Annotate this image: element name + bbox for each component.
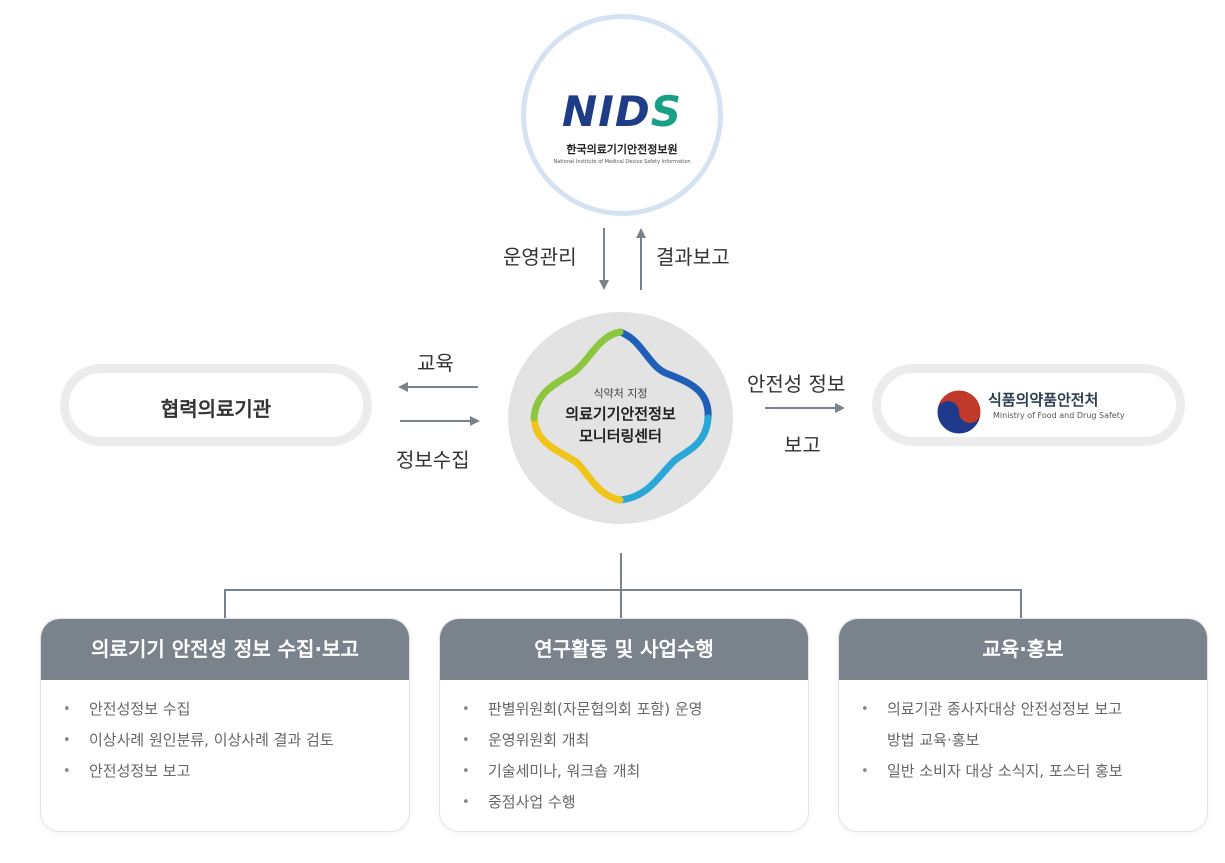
card-education: 교육·홍보 •의료기관 종사자대상 안전성정보 보고 방법 교육·홍보 •일반 … (838, 618, 1208, 832)
list-item: •안전성정보 수집 (63, 694, 409, 725)
card-items: •판별위원회(자문협의회 포함) 운영 •운영위원회 개최 •기술세미나, 워크… (440, 680, 808, 818)
list-item: •판별위원회(자문협의회 포함) 운영 (462, 694, 808, 725)
card-title: 의료기기 안전성 정보 수집·보고 (41, 619, 409, 680)
card-safety-info: 의료기기 안전성 정보 수집·보고 •안전성정보 수집 •이상사례 원인분류, … (40, 618, 410, 832)
bullet-icon: • (462, 733, 470, 748)
label-info-collect: 정보수집 (396, 448, 470, 472)
monitoring-center-node: 식약처 지정 의료기기안전정보 모니터링센터 (508, 312, 733, 524)
list-item: •중점사업 수행 (462, 787, 808, 818)
label-operation: 운영관리 (503, 245, 577, 269)
card-title: 교육·홍보 (839, 619, 1207, 680)
list-item: •안전성정보 보고 (63, 756, 409, 787)
bullet-icon: • (462, 795, 470, 810)
list-item-continuation: 방법 교육·홍보 (887, 731, 980, 749)
mfds-emblem-icon (936, 389, 982, 435)
partner-hospital-node: 협력의료기관 (60, 364, 372, 446)
bullet-icon: • (63, 733, 71, 748)
card-research: 연구활동 및 사업수행 •판별위원회(자문협의회 포함) 운영 •운영위원회 개… (439, 618, 809, 832)
nids-org-name-en: National Institute of Medical Device Saf… (553, 159, 691, 165)
mfds-node: 식품의약품안전처 Ministry of Food and Drug Safet… (872, 364, 1185, 446)
label-report: 보고 (784, 433, 821, 457)
center-title-line2: 모니터링센터 (579, 427, 662, 445)
list-item: •운영위원회 개최 (462, 725, 808, 756)
list-item: •기술세미나, 워크숍 개최 (462, 756, 808, 787)
label-safety-info: 안전성 정보 (747, 372, 846, 396)
bullet-icon: • (861, 702, 869, 717)
bullet-icon: • (63, 764, 71, 779)
mfds-name-en: Ministry of Food and Drug Safety (993, 411, 1125, 420)
label-result-report: 결과보고 (656, 245, 730, 269)
nids-org-name: 한국의료기기안전정보원 (566, 143, 678, 156)
center-subtitle: 식약처 지정 (593, 387, 648, 400)
bullet-icon: • (63, 702, 71, 717)
nids-circle: NIDS 한국의료기기안전정보원 National Institute of M… (521, 14, 723, 216)
card-title: 연구활동 및 사업수행 (440, 619, 808, 680)
list-item: •의료기관 종사자대상 안전성정보 보고 (861, 694, 1207, 725)
bullet-icon: • (462, 702, 470, 717)
nids-logo: NIDS (562, 87, 682, 136)
list-item: •일반 소비자 대상 소식지, 포스터 홍보 (861, 756, 1207, 787)
list-item: •이상사례 원인분류, 이상사례 결과 검토 (63, 725, 409, 756)
card-items: •안전성정보 수집 •이상사례 원인분류, 이상사례 결과 검토 •안전성정보 … (41, 680, 409, 787)
card-items: •의료기관 종사자대상 안전성정보 보고 방법 교육·홍보 •일반 소비자 대상… (839, 680, 1207, 787)
bullet-icon: • (462, 764, 470, 779)
partner-hospital-label: 협력의료기관 (160, 397, 272, 421)
mfds-name: 식품의약품안전처 (988, 391, 1099, 409)
bullet-icon: • (861, 764, 869, 779)
center-title-line1: 의료기기안전정보 (565, 405, 676, 423)
center-emblem-icon (530, 328, 712, 504)
label-education: 교육 (417, 351, 454, 375)
